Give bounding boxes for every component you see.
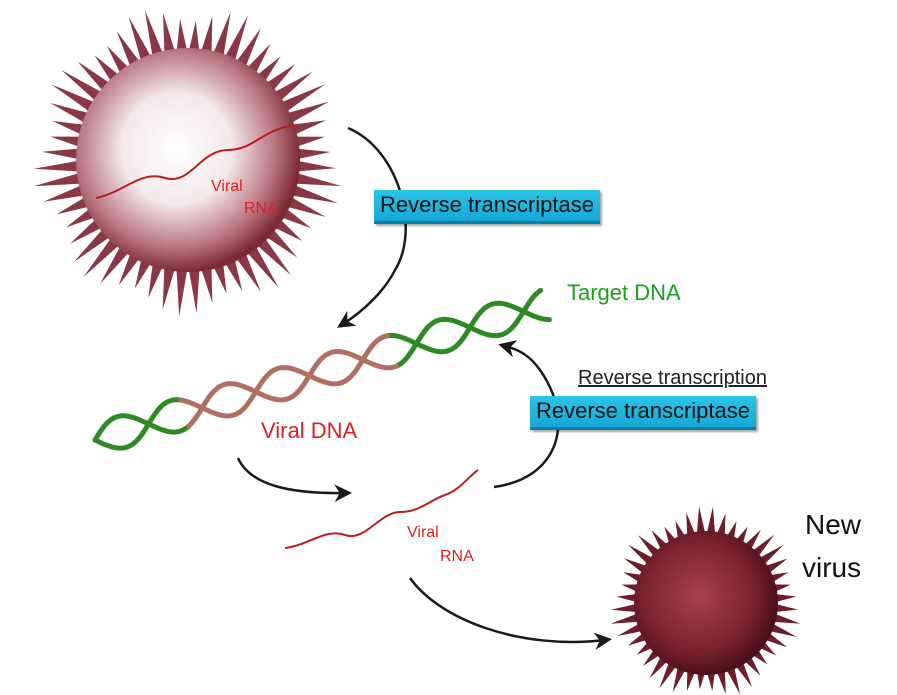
dna-helix (92, 287, 552, 451)
dna-strand-viral-b (186, 348, 400, 429)
viral-rna-label-bottom-line2: RNA (440, 548, 474, 565)
target-dna-label: Target DNA (567, 280, 681, 305)
big-virus-body (76, 48, 300, 272)
dna-strand-viral-a (178, 333, 390, 419)
new-virus (610, 506, 801, 695)
viral-rna-label-top-line2: RNA (244, 200, 278, 217)
new-virus-label-line2: virus (802, 552, 862, 583)
reverse-transcriptase-box-top: Reverse transcriptase (374, 190, 600, 224)
new-virus-label-line1: New (805, 509, 862, 540)
viral-rna-strand-bottom (284, 469, 479, 549)
viral-rna-label-bottom-line1: Viral (407, 524, 439, 541)
dna-strand-green-b (92, 287, 544, 443)
arrow-reverse-transcription (493, 340, 560, 489)
viral-dna-label: Viral DNA (261, 418, 358, 443)
arrow-rna-to-new-virus (408, 577, 612, 650)
new-virus-body (634, 531, 778, 675)
reverse-transcriptase-box-mid: Reverse transcriptase (530, 396, 756, 430)
viral-rna-strand-top (95, 124, 299, 199)
arrow-dna-to-rna (236, 457, 352, 502)
arrow-rna-to-dna (337, 126, 407, 328)
big-virus (33, 9, 342, 317)
viral-rna-label-top-line1: Viral (211, 178, 243, 195)
reverse-transcription-label: Reverse transcription (578, 367, 767, 389)
